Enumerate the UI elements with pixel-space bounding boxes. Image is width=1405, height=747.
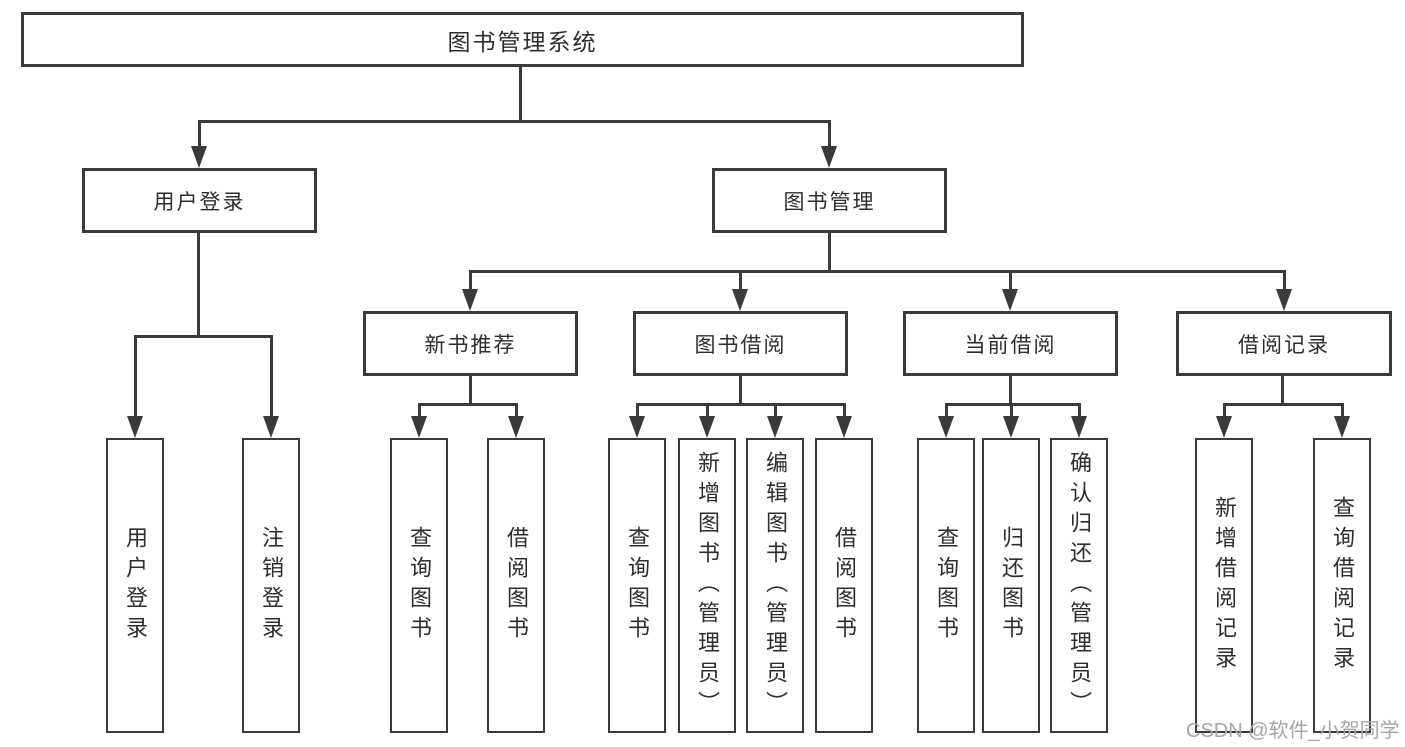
arrow-down-icon bbox=[821, 146, 837, 168]
leaf-label: 查询图书 bbox=[625, 525, 650, 646]
node-label: 当前借阅 bbox=[964, 333, 1057, 357]
connector-line bbox=[469, 270, 1286, 273]
connector-line bbox=[739, 270, 742, 291]
arrow-down-icon bbox=[938, 416, 954, 438]
leaf-borrow-book-recommend: 借阅图书 bbox=[487, 438, 545, 733]
connector-line bbox=[418, 403, 421, 418]
connector-line bbox=[774, 403, 777, 418]
connector-line bbox=[197, 233, 200, 337]
connector-line bbox=[469, 270, 472, 291]
arrow-down-icon bbox=[732, 289, 748, 311]
leaf-label: 新增借阅记录 bbox=[1212, 495, 1237, 676]
connector-line bbox=[469, 376, 472, 405]
connector-line bbox=[636, 403, 639, 418]
node-label: 借阅记录 bbox=[1238, 333, 1330, 357]
arrow-down-icon bbox=[411, 416, 427, 438]
arrow-down-icon bbox=[767, 416, 783, 438]
connector-line bbox=[828, 120, 831, 148]
connector-line bbox=[198, 120, 201, 148]
leaf-label: 查询借阅记录 bbox=[1330, 495, 1355, 676]
arrow-down-icon bbox=[699, 416, 715, 438]
connector-line bbox=[706, 403, 709, 418]
node-book-management: 图书管理 bbox=[712, 168, 947, 233]
connector-line bbox=[945, 403, 948, 418]
leaf-edit-book-admin: 编辑图书（管理员） bbox=[746, 438, 804, 733]
node-label: 图书管理 bbox=[783, 190, 876, 214]
connector-line bbox=[198, 120, 831, 123]
leaf-logout: 注销登录 bbox=[242, 438, 300, 733]
node-user-login: 用户登录 bbox=[82, 168, 317, 233]
connector-line bbox=[739, 376, 742, 405]
leaf-add-borrow-record: 新增借阅记录 bbox=[1195, 438, 1253, 733]
leaf-borrow-book: 借阅图书 bbox=[815, 438, 873, 733]
connector-line bbox=[1281, 376, 1284, 405]
arrow-down-icon bbox=[508, 416, 524, 438]
arrow-down-icon bbox=[629, 416, 645, 438]
leaf-user-login: 用户登录 bbox=[106, 438, 164, 733]
connector-line bbox=[1283, 270, 1286, 291]
connector-line bbox=[519, 66, 522, 122]
arrow-down-icon bbox=[1216, 416, 1232, 438]
node-borrow-record: 借阅记录 bbox=[1176, 311, 1392, 376]
leaf-label: 用户登录 bbox=[123, 525, 148, 646]
arrow-down-icon bbox=[462, 289, 478, 311]
connector-line bbox=[1223, 403, 1226, 418]
arrow-down-icon bbox=[263, 416, 279, 438]
node-label: 图书管理系统 bbox=[447, 28, 598, 55]
node-book-borrow: 图书借阅 bbox=[633, 311, 848, 376]
leaf-label: 归还图书 bbox=[999, 525, 1024, 646]
connector-line bbox=[134, 335, 273, 338]
node-label: 图书借阅 bbox=[694, 333, 787, 357]
connector-line bbox=[1010, 403, 1013, 418]
connector-line bbox=[515, 403, 518, 418]
node-library-management-system: 图书管理系统 bbox=[21, 12, 1024, 67]
leaf-query-book-current: 查询图书 bbox=[917, 438, 975, 733]
leaf-add-book-admin: 新增图书（管理员） bbox=[678, 438, 736, 733]
node-label: 新书推荐 bbox=[424, 333, 517, 357]
leaf-label: 新增图书（管理员） bbox=[695, 450, 720, 721]
arrow-down-icon bbox=[1003, 416, 1019, 438]
leaf-query-borrow-record: 查询借阅记录 bbox=[1313, 438, 1371, 733]
node-current-borrow: 当前借阅 bbox=[903, 311, 1118, 376]
arrow-down-icon bbox=[191, 146, 207, 168]
leaf-query-book-recommend: 查询图书 bbox=[390, 438, 448, 733]
csdn-watermark: CSDN @软件_小贺同学 bbox=[1186, 720, 1400, 742]
connector-line bbox=[828, 233, 831, 272]
leaf-label: 注销登录 bbox=[259, 525, 284, 646]
connector-line bbox=[418, 403, 518, 406]
arrow-down-icon bbox=[127, 416, 143, 438]
leaf-confirm-return-admin: 确认归还（管理员） bbox=[1050, 438, 1108, 733]
node-label: 用户登录 bbox=[153, 190, 246, 214]
leaf-label: 查询图书 bbox=[934, 525, 959, 646]
arrow-down-icon bbox=[1276, 289, 1292, 311]
leaf-label: 确认归还（管理员） bbox=[1067, 450, 1092, 721]
connector-line bbox=[134, 335, 137, 418]
leaf-label: 借阅图书 bbox=[504, 525, 529, 646]
node-new-book-recommend: 新书推荐 bbox=[363, 311, 578, 376]
arrow-down-icon bbox=[1334, 416, 1350, 438]
connector-line bbox=[1009, 270, 1012, 291]
arrow-down-icon bbox=[1002, 289, 1018, 311]
leaf-query-book-borrow: 查询图书 bbox=[608, 438, 666, 733]
leaf-return-book: 归还图书 bbox=[982, 438, 1040, 733]
connector-line bbox=[1009, 376, 1012, 405]
arrow-down-icon bbox=[1071, 416, 1087, 438]
leaf-label: 查询图书 bbox=[407, 525, 432, 646]
arrow-down-icon bbox=[836, 416, 852, 438]
connector-line bbox=[636, 403, 845, 406]
connector-line bbox=[270, 335, 273, 418]
connector-line bbox=[843, 403, 846, 418]
leaf-label: 借阅图书 bbox=[832, 525, 857, 646]
connector-line bbox=[1078, 403, 1081, 418]
leaf-label: 编辑图书（管理员） bbox=[763, 450, 788, 721]
connector-line bbox=[1223, 403, 1343, 406]
connector-line bbox=[1341, 403, 1344, 418]
